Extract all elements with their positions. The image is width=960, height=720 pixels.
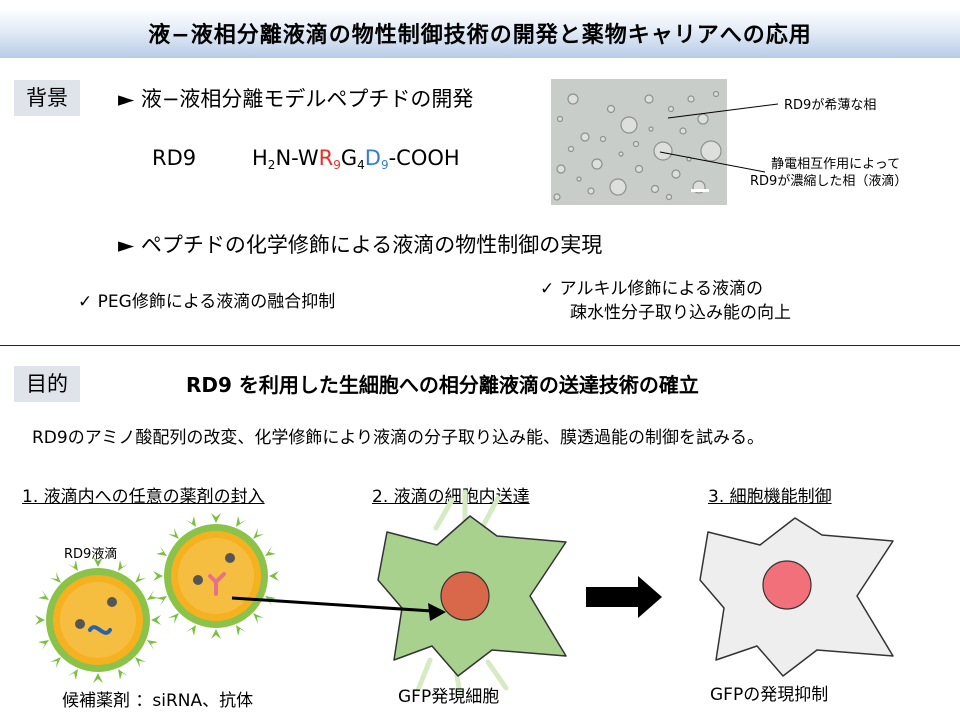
peptide-formula: H2N-WR9G4D9-COOH [252,146,460,172]
check-alkyl-line2: 疎水性分子取り込み能の向上 [570,303,791,323]
check-peg-modification: ✓ PEG修飾による液滴の融合抑制 [78,292,336,312]
purpose-description: RD9のアミノ酸配列の改変、化学修飾により液滴の分子取り込み能、膜透過能の制御を… [32,428,765,448]
label-dense-line2: RD9が濃縮した相（液滴） [750,174,908,189]
step-1-title: 1. 液滴内への任意の薬剤の封入 [22,487,265,507]
droplet-with-antibody [153,513,279,639]
section-divider [0,345,960,346]
label-dilute-phase: RD9が希薄な相 [784,98,877,113]
bullet-peptide-dev: ► 液−液相分離モデルペプチドの開発 [118,87,474,111]
step-2-caption: GFP発現細胞 [398,687,500,707]
droplet-with-sirna [35,557,161,683]
formula-mid: N-W [275,146,319,170]
gfp-cell [377,489,567,697]
step-1-caption: 候補薬剤 ：siRNA、抗体 [62,691,254,711]
formula-r: R [318,146,334,170]
peptide-name: RD9 [152,146,197,170]
background-tag: 背景 [14,80,80,116]
page-title: 液−液相分離液滴の物性制御技術の開発と薬物キャリアへの応用 [148,23,812,48]
title-bar: 液−液相分離液滴の物性制御技術の開発と薬物キャリアへの応用 [0,8,960,58]
step-3-caption: GFPの発現抑制 [710,685,829,705]
step-3-title: 3. 細胞機能制御 [708,487,832,507]
formula-prefix: H [252,146,268,170]
label-dense-phase: 静電相互作用によって RD9が濃縮した相（液滴） [750,156,907,190]
bullet-chemical-modification: ► ペプチドの化学修飾による液滴の物性制御の実現 [118,233,603,257]
formula-sub-2: 2 [267,158,276,172]
suppressed-cell [699,517,894,677]
microscope-image [551,79,727,205]
delivery-arrow [231,596,446,621]
formula-g: G [340,146,358,170]
check-alkyl-modification: ✓ アルキル修飾による液滴の 疎水性分子取り込み能の向上 [540,277,791,325]
check-alkyl-line1: ✓ アルキル修飾による液滴の [540,279,763,299]
purpose-tag: 目的 [14,366,80,402]
label-dense-line1: 静電相互作用によって [771,157,901,172]
process-arrow [586,576,662,618]
step-2-title: 2. 液滴の細胞内送達 [372,487,530,507]
formula-d: D [364,146,381,170]
formula-sub-4: 4 [357,158,365,172]
droplet-label: RD9液滴 [64,547,118,562]
purpose-heading: RD9 を利用した生細胞への相分離液滴の送達技術の確立 [186,373,699,397]
formula-sub-9b: 9 [380,158,389,172]
formula-sub-9a: 9 [333,158,341,172]
formula-suffix: -COOH [388,146,460,170]
droplet-micrograph [551,79,727,205]
